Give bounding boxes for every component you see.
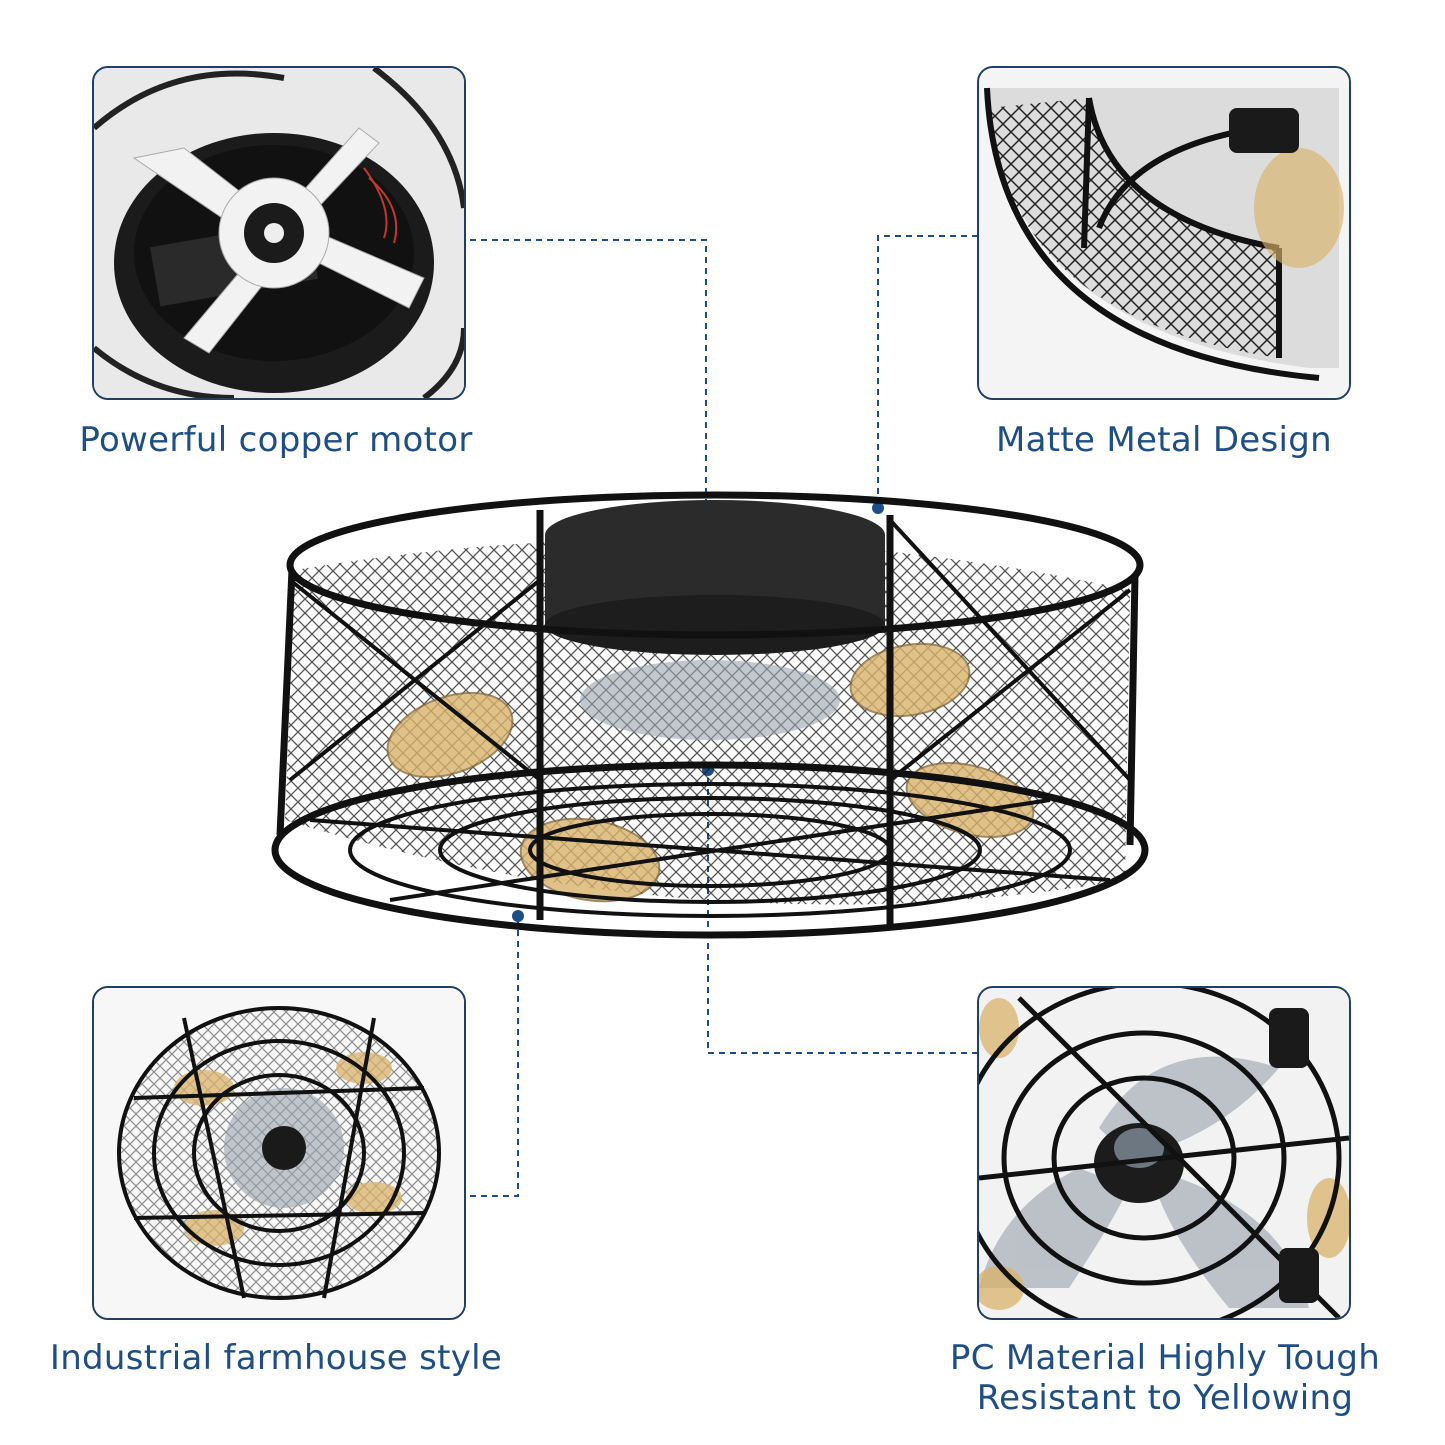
metal-mesh-image (979, 68, 1349, 398)
motor-caption: Powerful copper motor (79, 420, 473, 460)
motor-image (94, 68, 464, 398)
motor-detail-panel (92, 66, 466, 400)
farmhouse-caption: Industrial farmhouse style (49, 1338, 503, 1378)
pc-blades-image (979, 988, 1349, 1318)
farmhouse-detail-panel (92, 986, 466, 1320)
pc-material-detail-panel (977, 986, 1351, 1320)
metal-detail-panel (977, 66, 1351, 400)
metal-caption: Matte Metal Design (995, 420, 1333, 460)
pc-material-caption-line2: Resistant to Yellowing (976, 1378, 1354, 1418)
farmhouse-image (94, 988, 464, 1318)
pc-material-caption-line1: PC Material Highly Tough (949, 1338, 1381, 1378)
ceiling-fan-product-image (271, 491, 1149, 939)
